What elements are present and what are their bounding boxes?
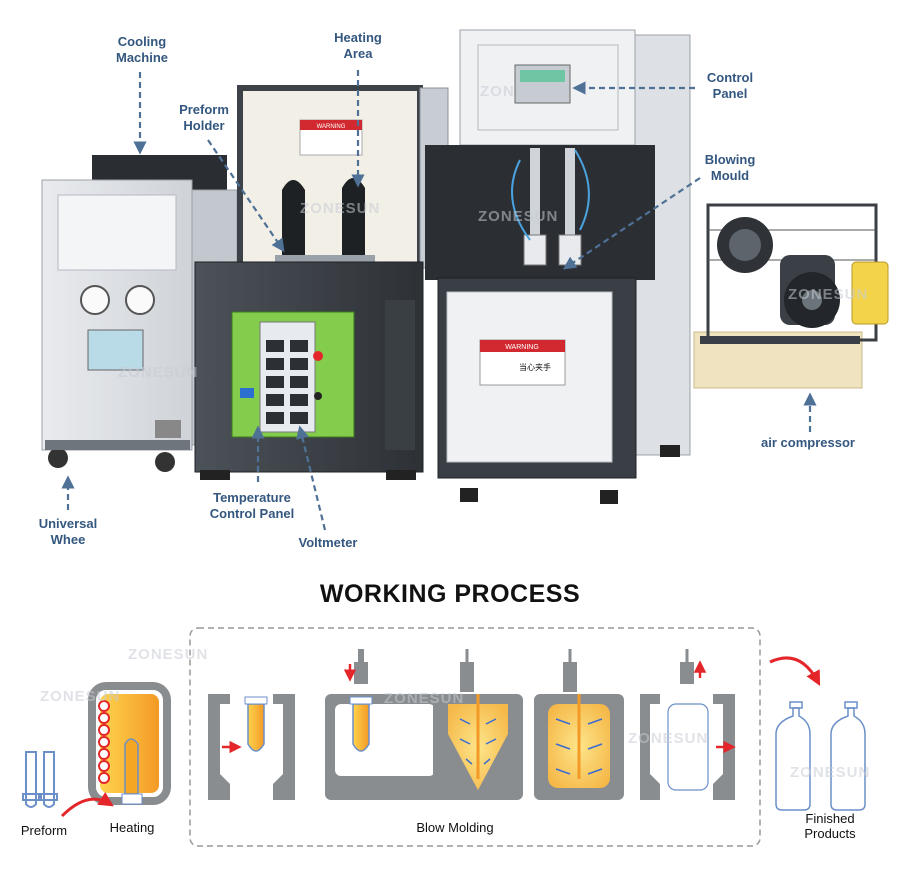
- callout-text: Temperature Control Panel: [209, 490, 295, 521]
- heating-unit: WARNING: [194, 85, 449, 480]
- watermark: ZONESUN: [480, 83, 561, 100]
- callout-text: Cooling Machine: [115, 34, 168, 65]
- callout-air-compressor: air compressor: [752, 435, 864, 451]
- mould-stage-2: [325, 649, 445, 800]
- callout-voltmeter: Voltmeter: [290, 535, 366, 551]
- blowing-machine: WARNING 当心夹手: [425, 29, 691, 504]
- heating-oven: [88, 682, 171, 805]
- svg-text:WARNING: WARNING: [505, 344, 539, 351]
- label-blow-molding: Blow Molding: [416, 820, 494, 835]
- callout-blowing-mould: Blowing Mould: [692, 152, 768, 184]
- to-finished-arrow: [769, 656, 821, 686]
- callout-preform-holder: Preform Holder: [166, 102, 242, 134]
- label-finished-products: Finished Products: [790, 811, 870, 841]
- callout-text: Voltmeter: [298, 535, 358, 550]
- mould-stage-4: [534, 649, 624, 800]
- watermark: ZONESUN: [128, 646, 209, 663]
- label-heating: Heating: [109, 820, 155, 835]
- callout-text: Blowing Mould: [704, 152, 756, 183]
- svg-text:WARNING: WARNING: [317, 124, 346, 130]
- label-text: Finished Products: [804, 811, 856, 841]
- callout-control-panel: Control Panel: [692, 70, 768, 102]
- callout-universal-whee: Universal Whee: [28, 516, 108, 548]
- watermark: ZONESUN: [788, 286, 869, 303]
- process-diagram: [22, 627, 866, 847]
- mould-stage-1: [208, 694, 295, 800]
- callout-text: Control Panel: [706, 70, 754, 101]
- mould-stage-5: [640, 649, 736, 800]
- callout-text: air compressor: [761, 435, 855, 450]
- callout-text: Preform Holder: [179, 102, 229, 133]
- watermark: ZONESUN: [384, 690, 465, 707]
- callout-temperature-control-panel: Temperature Control Panel: [200, 490, 304, 522]
- cooling-machine: [41, 155, 238, 472]
- watermark: ZONESUN: [118, 364, 199, 381]
- watermark: ZONESUN: [628, 730, 709, 747]
- svg-text:当心夹手: 当心夹手: [519, 362, 551, 372]
- air-compressor: [693, 203, 889, 389]
- callout-arrows: [61, 70, 817, 531]
- machine-illustration: WARNING: [41, 29, 889, 531]
- watermark: ZONESUN: [300, 200, 381, 217]
- watermark: ZONESUN: [790, 764, 871, 781]
- preform-to-heating-arrow: [60, 792, 114, 818]
- process-title: WORKING PROCESS: [319, 580, 581, 608]
- callout-cooling-machine: Cooling Machine: [104, 34, 180, 66]
- callout-text: Universal Whee: [38, 516, 98, 547]
- callout-text: Heating Area: [334, 30, 382, 61]
- label-preform: Preform: [20, 823, 68, 838]
- watermark: ZONESUN: [40, 688, 121, 705]
- callout-heating-area: Heating Area: [320, 30, 396, 62]
- mould-stage-3: [433, 649, 523, 800]
- watermark: ZONESUN: [478, 208, 559, 225]
- preform-icon: [22, 751, 58, 808]
- finished-bottles: [775, 701, 866, 811]
